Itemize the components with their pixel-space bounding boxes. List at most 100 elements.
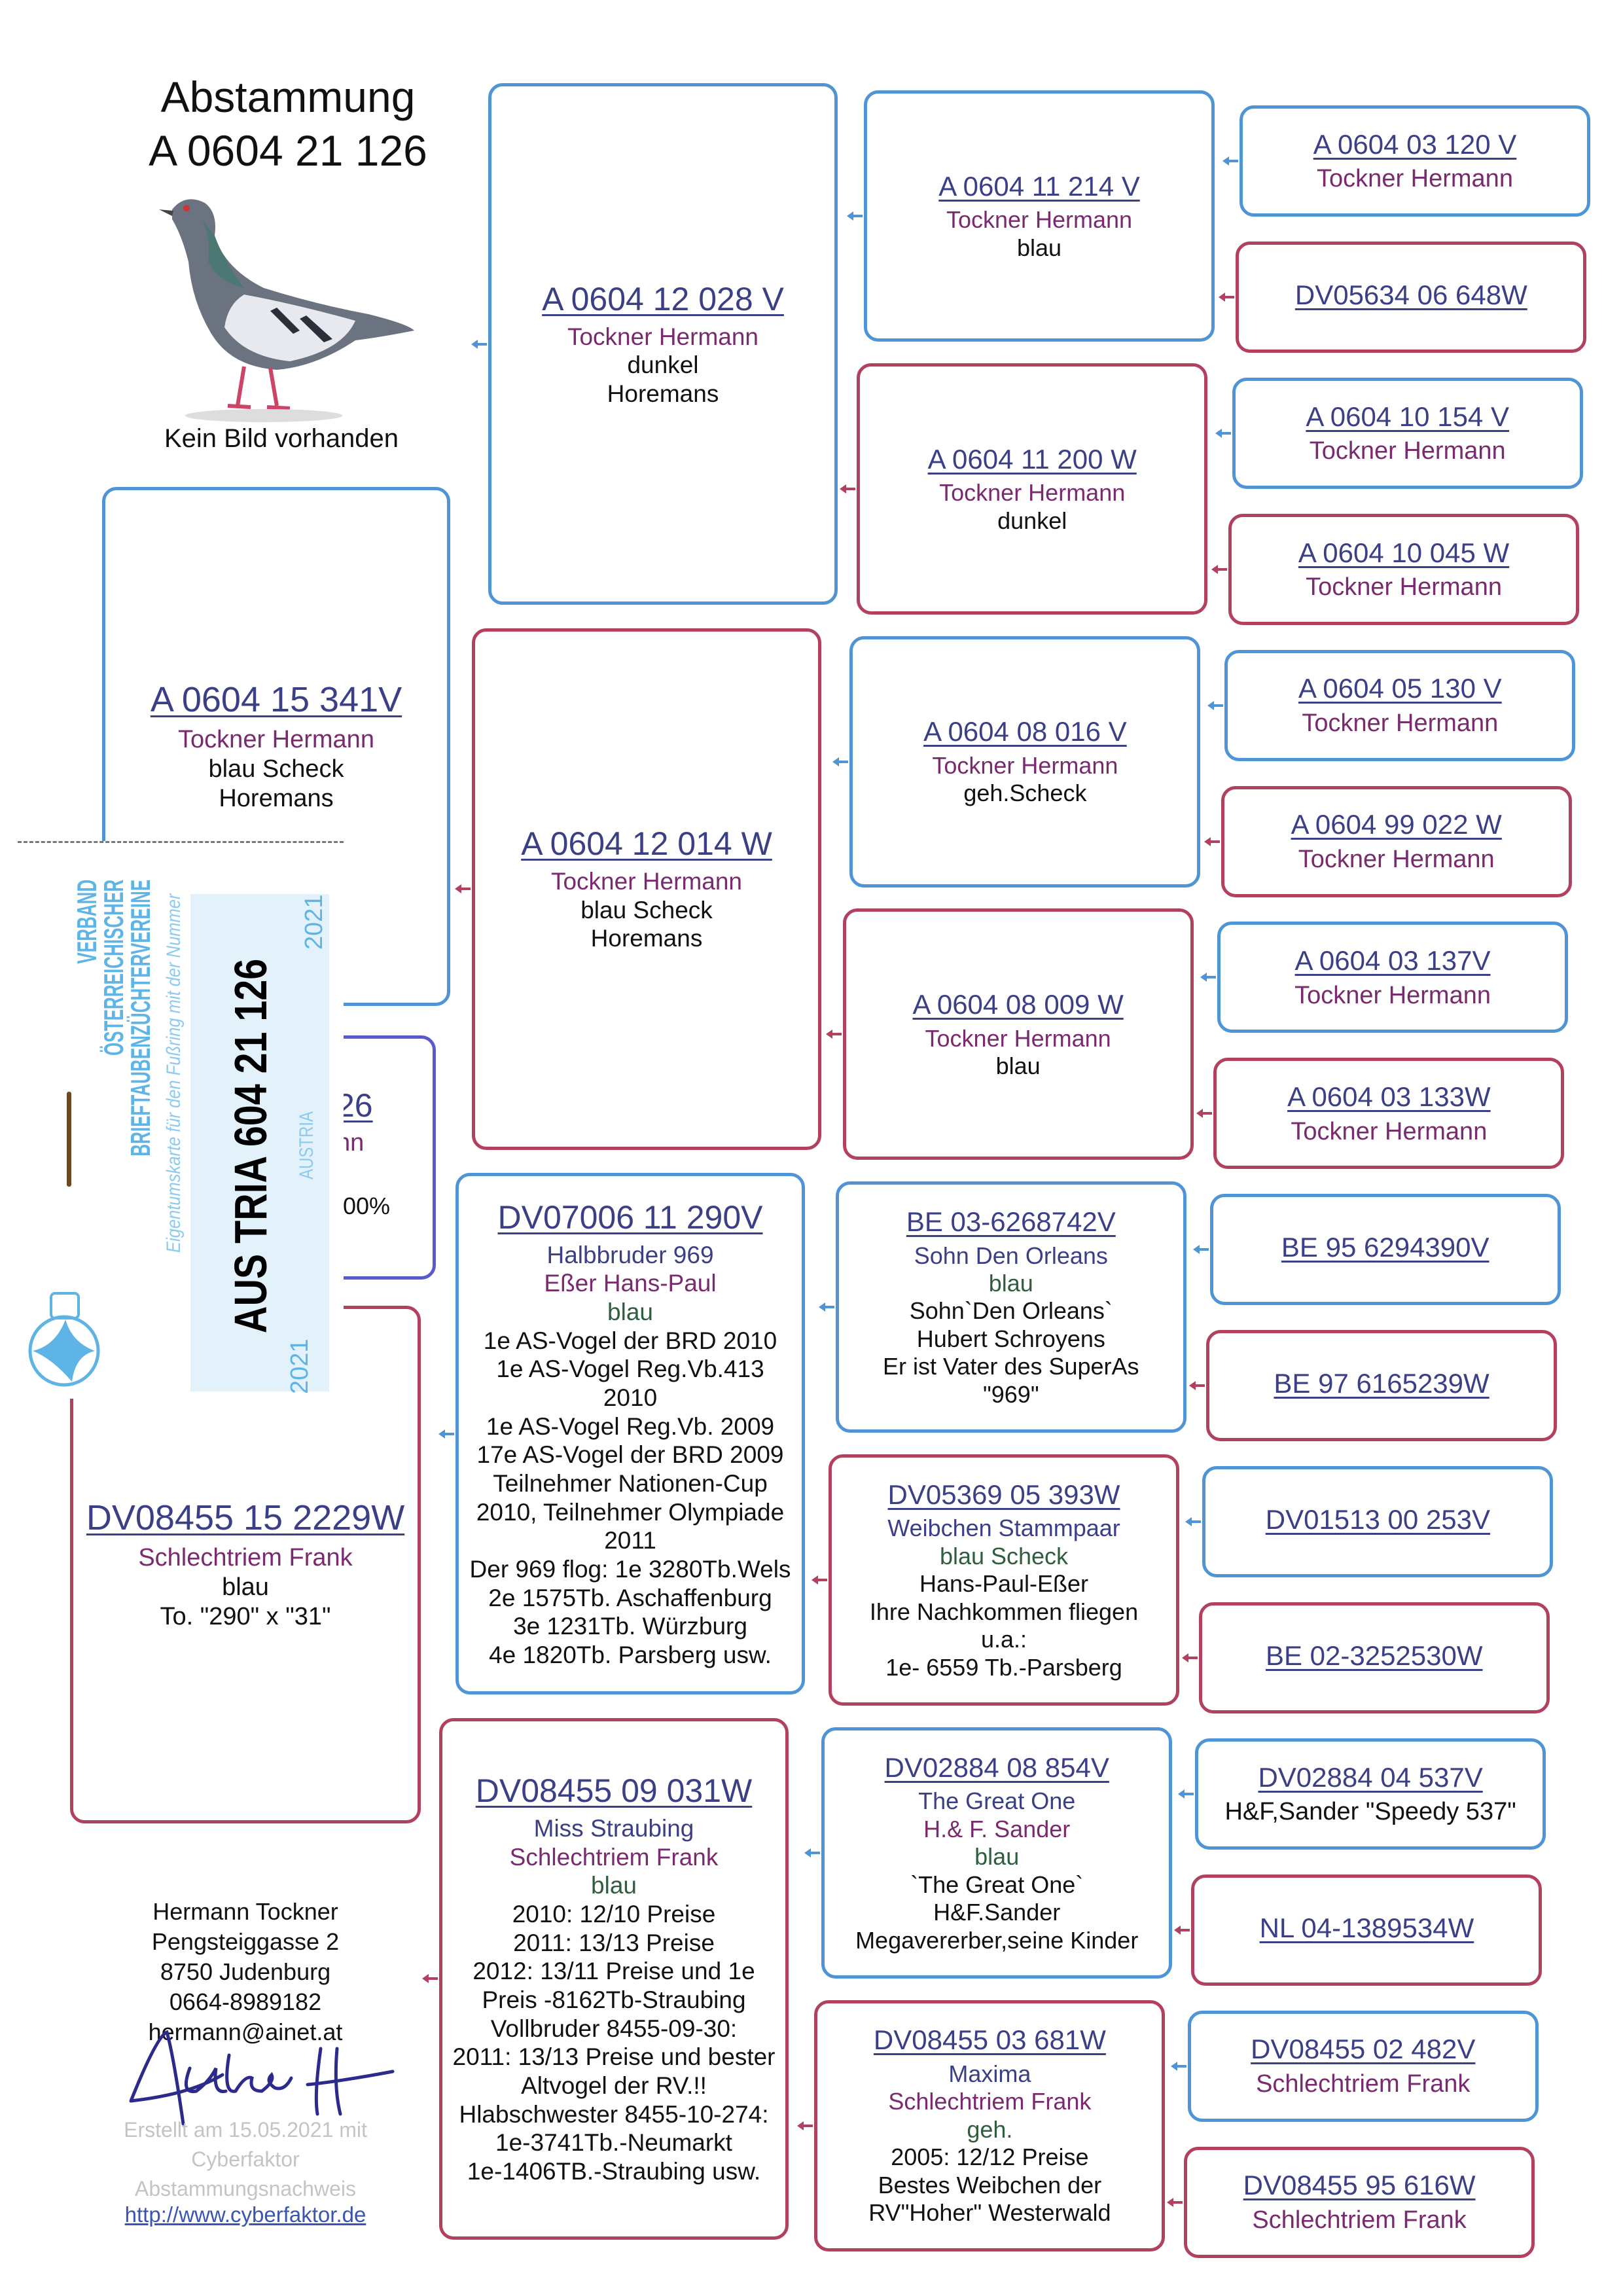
pigeon-note: blau — [995, 1052, 1041, 1080]
pigeon-box[interactable]: A 0604 05 130 V Tockner Hermann — [1224, 649, 1576, 761]
pigeon-box[interactable]: A 0604 03 120 V Tockner Hermann — [1240, 105, 1590, 217]
ring-number[interactable]: DV08455 15 2229W — [86, 1498, 405, 1538]
breeder-name: Tockner Hermann — [550, 868, 742, 895]
pigeon-note: H&F,Sander "Speedy 537" — [1224, 1798, 1516, 1826]
cyberfaktor-link[interactable]: http://www.cyberfaktor.de — [124, 2202, 366, 2227]
ring-number[interactable]: A 0604 05 130 V — [1298, 673, 1502, 704]
pigeon-box[interactable]: BE 95 6294390V — [1209, 1194, 1561, 1306]
breeder-name: Tockner Hermann — [1291, 1117, 1488, 1145]
connector-arrow-icon — [1211, 564, 1228, 574]
ring-number[interactable]: BE 02-3252530W — [1265, 1640, 1483, 1672]
breeder-name: Tockner Hermann — [1302, 709, 1499, 737]
connector-arrow-icon — [840, 484, 856, 493]
pigeon-note: 2010: 12/10 Preise — [512, 1901, 716, 1928]
ring-number[interactable]: A 0604 03 120 V — [1313, 128, 1517, 160]
pigeon-color: blau — [607, 1299, 653, 1326]
pigeon-note: blau Scheck — [208, 755, 344, 783]
ring-number[interactable]: BE 97 6165239W — [1274, 1368, 1489, 1399]
pigeon-box[interactable]: DV01513 00 253V — [1202, 1466, 1554, 1577]
ring-number[interactable]: BE 03-6268742V — [906, 1206, 1116, 1237]
ring-number[interactable]: NL 04-1389534W — [1259, 1912, 1474, 1943]
pigeon-box[interactable]: DV02884 04 537V H&F,Sander "Speedy 537" — [1195, 1738, 1546, 1850]
pigeon-note: dunkel — [627, 351, 699, 379]
ring-number[interactable]: A 0604 10 154 V — [1306, 401, 1509, 432]
connector-arrow-icon — [1185, 1517, 1202, 1526]
pigeon-box[interactable]: BE 97 6165239W — [1206, 1330, 1558, 1442]
ring-number[interactable]: DV05369 05 393W — [887, 1479, 1120, 1510]
pigeon-note: 1e-3741Tb.-Neumarkt — [495, 2129, 732, 2157]
connector-arrow-icon — [1204, 836, 1220, 846]
pigeon-note: Hubert Schroyens — [916, 1325, 1105, 1352]
ring-number[interactable]: A 0604 11 200 W — [927, 443, 1137, 475]
pigeon-box[interactable]: A 0604 03 137V Tockner Hermann — [1217, 922, 1569, 1033]
footer-created: Erstellt am 15.05.2021 mit — [124, 2118, 367, 2142]
pigeon-note: Horemans — [607, 380, 719, 407]
pigeon-box[interactable]: A 0604 03 133W Tockner Hermann — [1213, 1058, 1565, 1170]
ring-number[interactable]: A 0604 08 009 W — [912, 989, 1124, 1020]
ring-ownership-card: VERBAND ÖSTERREICHISCHER BRIEFTAUBENZÜCH… — [18, 841, 344, 1399]
pigeon-note: 2011: 13/13 Preise — [513, 1929, 715, 1956]
federation-line-3: BRIEFTAUBENZÜCHTERVEREINE — [125, 880, 156, 1157]
ring-number[interactable]: A 0604 11 214 V — [938, 170, 1140, 202]
ring-number[interactable]: DV07006 11 290V — [497, 1198, 763, 1236]
breeder-name: Tockner Hermann — [1317, 165, 1513, 193]
pigeon-box[interactable]: BE 02-3252530W — [1198, 1602, 1550, 1713]
subject-percent: ,00% — [336, 1193, 391, 1219]
pigeon-note: dunkel — [997, 507, 1067, 534]
ring-number[interactable]: A 0604 08 016 V — [923, 716, 1127, 747]
ring-number[interactable]: A 0604 12 028 V — [542, 280, 784, 317]
ring-number[interactable]: A 0604 10 045 W — [1298, 537, 1510, 568]
ring-number[interactable]: A 0604 03 137V — [1294, 945, 1491, 977]
breeder-name: Tockner Hermann — [1294, 981, 1491, 1009]
pigeon-box[interactable]: NL 04-1389534W — [1191, 1874, 1543, 1986]
connector-arrow-icon — [1219, 292, 1235, 302]
ring-number[interactable]: BE 95 6294390V — [1281, 1232, 1489, 1263]
pigeon-note: Ihre Nachkommen fliegen — [869, 1598, 1139, 1625]
connector-arrow-icon — [1192, 1245, 1209, 1255]
footer-info: Erstellt am 15.05.2021 mit Cyberfaktor A… — [79, 2115, 412, 2204]
ring-number[interactable]: A 0604 15 341V — [150, 680, 402, 720]
ring-number[interactable]: A 0604 99 022 W — [1291, 809, 1502, 840]
ring-number[interactable]: DV08455 02 482V — [1251, 2034, 1476, 2065]
ring-number[interactable]: DV08455 03 681W — [873, 2024, 1106, 2056]
owner-name: Hermann Tockner — [152, 1898, 338, 1925]
pigeon-note: blau — [1016, 234, 1062, 261]
breeder-name: Schlechtriem Frank — [509, 1843, 719, 1871]
ring-number[interactable]: DV05634 06 648W — [1294, 279, 1527, 311]
ring-number[interactable]: DV02884 08 854V — [884, 1751, 1109, 1783]
ring-number[interactable]: A 0604 03 133W — [1287, 1081, 1491, 1113]
ring-number[interactable]: DV01513 00 253V — [1265, 1504, 1491, 1535]
pigeon-note: Vollbruder 8455-09-30: — [490, 2015, 738, 2042]
connector-arrow-icon — [422, 1974, 438, 1984]
pigeon-note: 2012: 13/11 Preise und 1e — [473, 1958, 755, 1985]
pigeon-color: geh. — [967, 2115, 1013, 2143]
ring-number[interactable]: DV08455 95 616W — [1243, 2170, 1476, 2201]
pigeon-box[interactable]: DV05634 06 648W — [1236, 241, 1587, 353]
connector-arrow-icon — [1207, 700, 1224, 710]
connector-arrow-icon — [812, 1575, 827, 1585]
pigeon-note: Altvogel der RV.!! — [521, 2072, 707, 2099]
pigeon-name: Maxima — [948, 2060, 1031, 2087]
breeder-name: Tockner Hermann — [946, 206, 1133, 234]
pigeon-note: Hans-Paul-Eßer — [919, 1570, 1089, 1598]
ring-number[interactable]: A 0604 12 014 W — [521, 825, 772, 863]
ring-number[interactable]: DV08455 09 031W — [475, 1772, 753, 1810]
ring-number[interactable]: DV02884 04 537V — [1258, 1761, 1483, 1793]
